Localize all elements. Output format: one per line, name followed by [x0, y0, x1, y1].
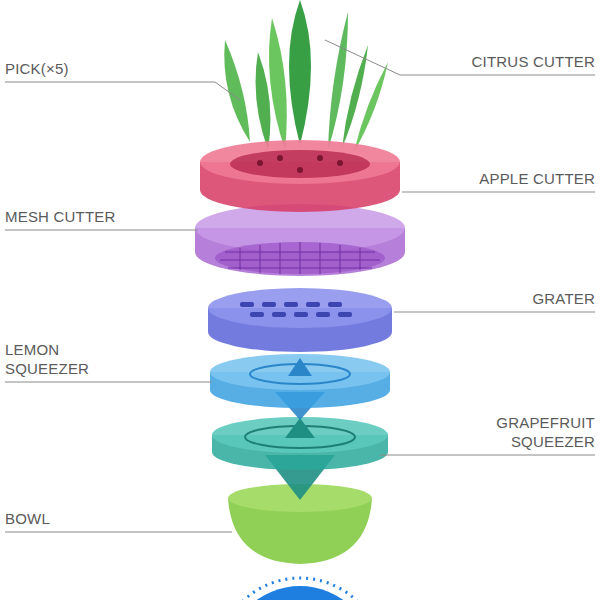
mesh	[215, 242, 385, 274]
leader-lines	[5, 40, 595, 532]
grapefruit-squeezer	[212, 417, 388, 500]
top	[208, 288, 392, 328]
leader-line	[5, 382, 212, 383]
pick	[269, 18, 287, 150]
grater	[208, 288, 392, 352]
leader-line	[380, 455, 595, 456]
picks	[224, 0, 388, 152]
reamer	[285, 418, 315, 438]
top	[200, 140, 400, 184]
part-label: MESH CUTTER	[5, 207, 116, 226]
top	[210, 354, 390, 390]
part-label: BOWL	[5, 509, 50, 528]
leader-line	[394, 312, 595, 313]
pick	[256, 52, 271, 150]
pick	[354, 62, 388, 152]
part-label: LEMON SQUEEZER	[5, 340, 117, 378]
part-label: CITRUS CUTTER	[472, 52, 595, 71]
mesh-cutter	[195, 204, 405, 276]
blade-ring	[230, 150, 370, 178]
leader-line	[402, 192, 595, 193]
mesh-grid	[220, 242, 380, 274]
pick-holes	[257, 155, 343, 173]
part-label: GRAPEFRUIT SQUEEZER	[477, 413, 595, 451]
citrus-cutter	[289, 0, 311, 145]
part-label: APPLE CUTTER	[479, 169, 595, 188]
reamer	[288, 358, 312, 376]
top	[212, 417, 388, 453]
leader-line	[5, 532, 232, 533]
badge-dots	[218, 578, 382, 600]
part-label: PICK(×5)	[5, 59, 69, 78]
part-label: GRATER	[532, 289, 595, 308]
lemon-squeezer	[210, 354, 390, 420]
leader-line	[325, 40, 595, 75]
apple-cutter	[200, 140, 400, 212]
leader-line	[5, 230, 198, 231]
leader-line	[5, 82, 240, 100]
grater-holes	[240, 302, 352, 317]
badge-disc	[226, 586, 374, 600]
badge	[218, 578, 382, 600]
